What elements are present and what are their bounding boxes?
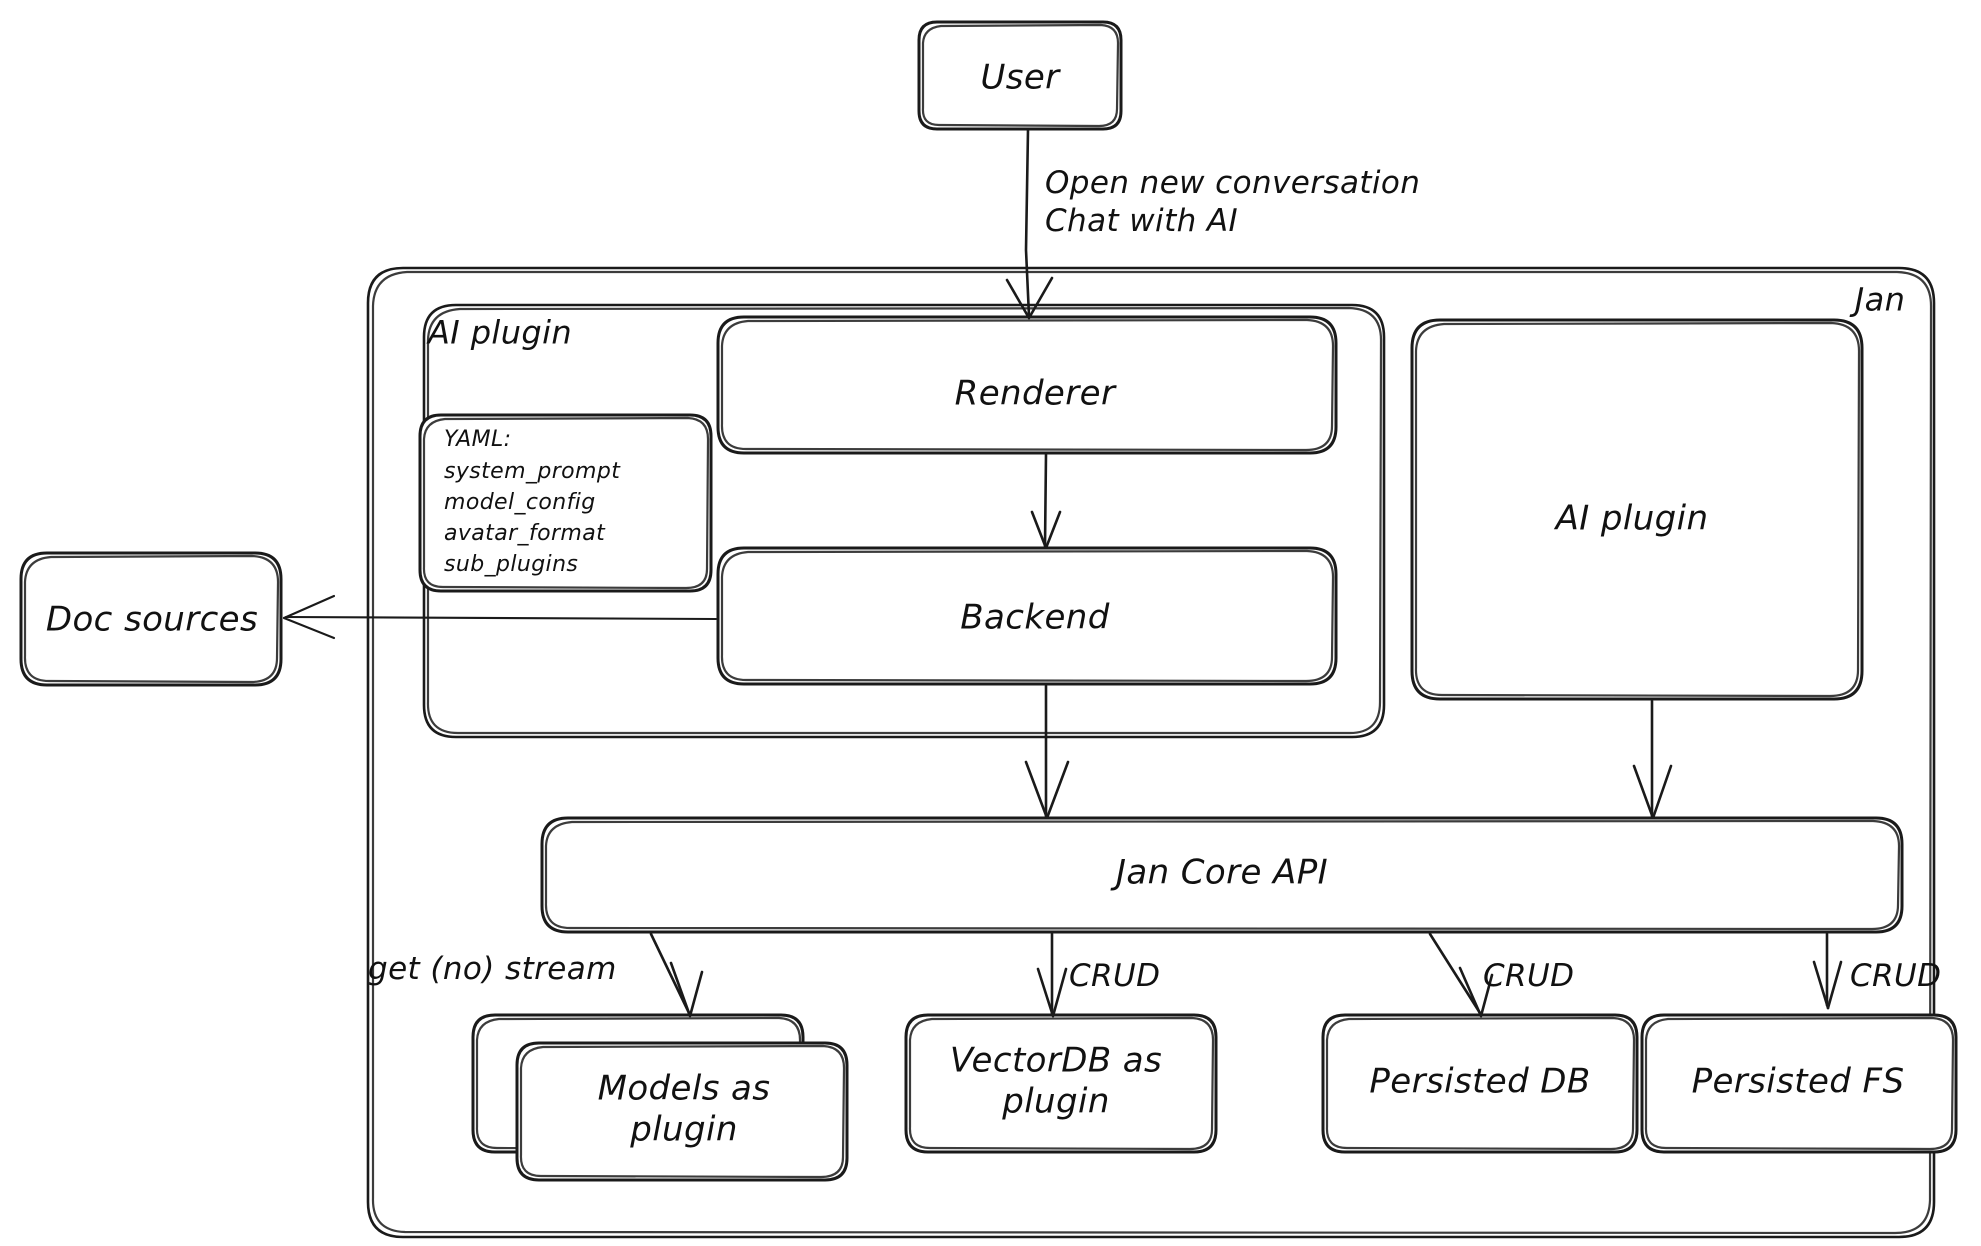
- edge-core-models: [649, 932, 704, 1018]
- node-user-label: User: [980, 57, 1060, 98]
- node-doc-sources-label: Doc sources: [45, 599, 259, 640]
- node-vectordb-as-plugin[interactable]: [904, 1013, 1218, 1154]
- edge-core-fs-label: CRUD: [1850, 958, 1942, 995]
- node-models-as-plugin-label: Models as plugin: [597, 1068, 771, 1150]
- yaml-note-item-system-prompt: system_prompt: [444, 459, 621, 484]
- node-jan-core-api-label: Jan Core API: [1115, 852, 1329, 893]
- edge-backend-doc-sources: [282, 594, 718, 640]
- edge-backend-core: [1024, 684, 1070, 820]
- yaml-note-heading: YAML:: [444, 427, 512, 452]
- node-user[interactable]: [917, 20, 1123, 131]
- node-ai-plugin[interactable]: [1410, 318, 1864, 701]
- yaml-note-item-avatar-format: avatar_format: [444, 521, 606, 546]
- node-backend-label: Backend: [960, 597, 1110, 638]
- edge-core-vectordb-label: CRUD: [1069, 958, 1161, 995]
- node-persisted-fs-label: Persisted FS: [1691, 1061, 1905, 1102]
- node-persisted-db-label: Persisted DB: [1369, 1061, 1591, 1102]
- edge-user-renderer-label: Open new conversation Chat with AI: [1045, 165, 1421, 239]
- node-models-as-plugin[interactable]: [515, 1041, 849, 1182]
- container-jan-label: Jan: [1854, 280, 1906, 319]
- node-backend[interactable]: [716, 546, 1338, 686]
- node-vectordb-as-plugin-label: VectorDB as plugin: [949, 1040, 1163, 1122]
- edge-aiplugin-core: [1632, 699, 1673, 820]
- yaml-note-item-model-config: model_config: [444, 490, 596, 515]
- edge-core-fs: [1812, 932, 1843, 1010]
- node-doc-sources[interactable]: [19, 551, 283, 687]
- edge-core-db-label: CRUD: [1483, 958, 1575, 995]
- edge-core-vectordb: [1036, 932, 1068, 1018]
- node-jan-core-api[interactable]: [540, 816, 1904, 934]
- edge-renderer-backend: [1030, 452, 1062, 550]
- node-renderer-label: Renderer: [954, 373, 1116, 414]
- container-ai-plugin-group-label: AI plugin: [428, 313, 573, 352]
- edge-core-models-label: get (no) stream: [368, 951, 617, 988]
- node-ai-plugin-label: AI plugin: [1555, 498, 1709, 539]
- edge-core-db: [1428, 932, 1494, 1018]
- node-persisted-fs[interactable]: [1640, 1013, 1958, 1154]
- node-persisted-db[interactable]: [1321, 1013, 1639, 1154]
- yaml-note-item-sub-plugins: sub_plugins: [444, 552, 579, 577]
- node-yaml-note: [418, 413, 713, 593]
- edge-user-renderer: [1005, 128, 1054, 320]
- node-renderer[interactable]: [716, 315, 1338, 455]
